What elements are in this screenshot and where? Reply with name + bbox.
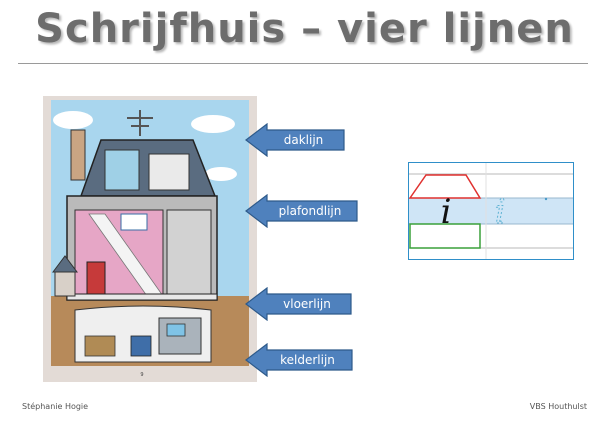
arrow-label: vloerlijn xyxy=(283,297,331,311)
page-number: 9 xyxy=(140,372,143,378)
slide-title: Schrijfhuis – vier lijnen xyxy=(35,6,574,52)
arrow-kelderlijn: kelderlijn xyxy=(245,343,354,377)
arrow-vloerlijn: vloerlijn xyxy=(245,287,353,321)
title-divider xyxy=(18,63,588,64)
left-arrow-icon xyxy=(245,343,353,377)
left-arrow-icon xyxy=(245,123,345,157)
footer-author: Stéphanie Hogie xyxy=(22,402,89,411)
arrow-label: plafondlijn xyxy=(278,204,342,218)
house-illustration: 9 xyxy=(43,96,257,382)
arrow-daklijn: daklijn xyxy=(245,123,346,157)
four-line-diagram: i i xyxy=(408,162,574,260)
arrow-label: daklijn xyxy=(283,133,324,147)
arrow-label: kelderlijn xyxy=(280,353,335,367)
footer-school: VBS Houthulst xyxy=(529,402,587,411)
tracing-letter: i xyxy=(495,192,506,232)
left-arrow-icon xyxy=(245,287,352,321)
arrow-plafondlijn: plafondlijn xyxy=(245,194,359,228)
left-arrow-icon xyxy=(245,194,358,228)
solid-letter: i xyxy=(441,192,452,232)
